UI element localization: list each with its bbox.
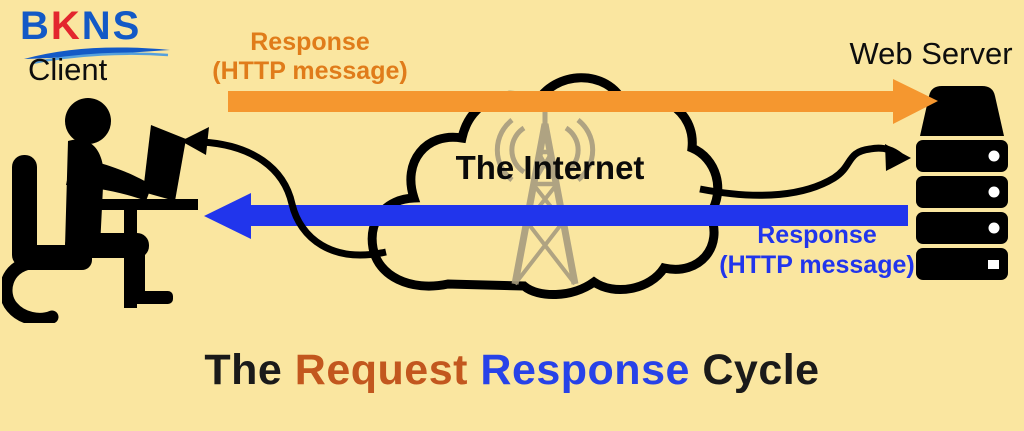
person-head xyxy=(65,98,111,144)
internet-cloud-icon xyxy=(367,73,723,300)
request-arrow-head xyxy=(893,79,938,124)
chair-base xyxy=(2,256,59,323)
chair-back xyxy=(12,155,37,267)
logo-letter-b: B xyxy=(20,4,51,48)
laptop-screen xyxy=(143,125,186,201)
web-server-icon xyxy=(916,86,1008,280)
person-foot xyxy=(129,291,173,304)
title-request: Request xyxy=(294,346,468,394)
server-led xyxy=(988,150,1000,162)
bottom-arrow-label-line2: (HTTP message) xyxy=(719,251,915,279)
top-arrow-label-line2: (HTTP message) xyxy=(212,57,408,85)
title-response: Response xyxy=(467,346,690,394)
bkns-logo: BKNS xyxy=(20,4,141,48)
internet-label: The Internet xyxy=(455,149,645,186)
server-led xyxy=(988,222,1000,234)
page-title: The Request Response Cycle xyxy=(0,346,1024,395)
radio-tower-icon xyxy=(494,98,596,286)
logo-letter-k: K xyxy=(50,4,82,48)
request-arrow xyxy=(228,79,938,124)
server-top xyxy=(920,86,1004,136)
server-unit xyxy=(916,140,1008,172)
logo-letter-n: N xyxy=(81,4,113,48)
desk-top xyxy=(82,199,198,210)
client-person-icon xyxy=(2,98,198,323)
response-arrow-head xyxy=(204,193,251,239)
person-arm xyxy=(66,157,152,201)
top-arrow-label-line1: Response xyxy=(250,28,370,56)
client-label: Client xyxy=(28,52,108,87)
cloud-to-client-connector xyxy=(181,127,387,259)
server-led xyxy=(988,186,1000,198)
server-unit xyxy=(916,176,1008,208)
cloud-to-server-connector xyxy=(699,144,911,199)
response-arrow xyxy=(204,193,908,239)
logo-letter-s: S xyxy=(112,4,142,48)
logo-swoosh-icon xyxy=(24,47,170,65)
web-server-label: Web Server xyxy=(849,36,1013,71)
server-unit xyxy=(916,212,1008,244)
server-port xyxy=(988,260,999,269)
title-cycle: Cycle xyxy=(689,346,820,394)
server-unit xyxy=(916,248,1008,280)
desk-leg xyxy=(124,210,137,308)
top-arrow-label: Response (HTTP message) xyxy=(203,28,417,86)
title-the: The xyxy=(204,346,295,394)
